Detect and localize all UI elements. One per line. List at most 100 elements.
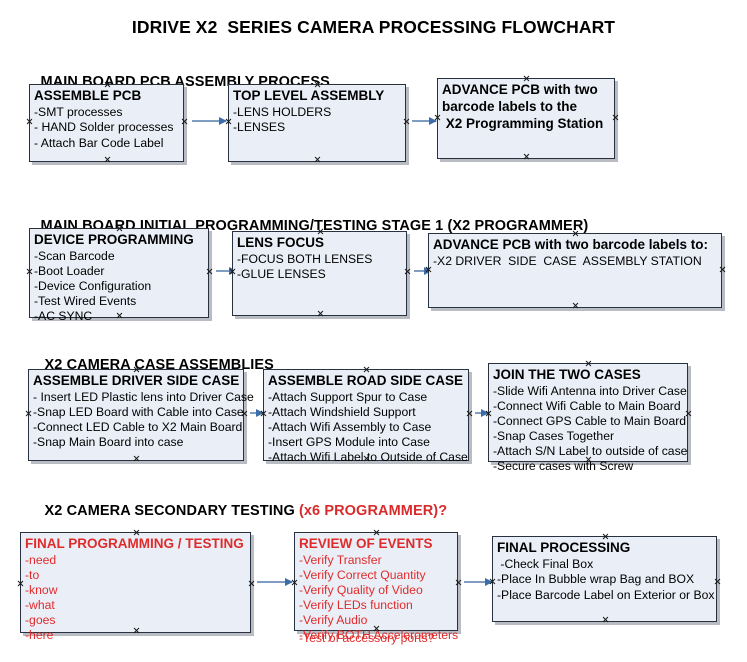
connector-handle-left[interactable] [260, 410, 267, 417]
connector-handle-right[interactable] [719, 266, 726, 273]
box-title: TOP LEVEL ASSEMBLY [233, 88, 385, 103]
connector-handle-bottom[interactable] [363, 455, 370, 462]
connector-handle-left[interactable] [489, 578, 496, 585]
box-line: -Insert GPS Module into Case [268, 435, 430, 449]
box-line: X2 Programming Station [442, 116, 604, 131]
connector-handle-top[interactable] [116, 225, 123, 232]
connector-handle-right[interactable] [181, 118, 188, 125]
box-line: -Connect GPS Cable to Main Board [493, 414, 687, 428]
connector-handle-bottom[interactable] [523, 153, 530, 160]
connector-handle-left[interactable] [434, 114, 441, 121]
box-line: -Verify Correct Quantity [299, 568, 426, 582]
connector-handle-top[interactable] [585, 360, 592, 367]
box-line: - Attach Bar Code Label [34, 135, 164, 150]
section-heading-x2-camera-secondary-testing: X2 CAMERA SECONDARY TESTING (x6 PROGRAMM… [28, 487, 448, 535]
connector-handle-top[interactable] [314, 81, 321, 88]
box-title: JOIN THE TWO CASES [493, 367, 641, 382]
connector-handle-right[interactable] [466, 410, 473, 417]
section-heading-accent: (x6 PROGRAMMER)? [298, 503, 448, 519]
connector-handle-top[interactable] [523, 75, 530, 82]
box-title: ADVANCE PCB with two [442, 82, 598, 97]
box-line: -Place Barcode Label on Exterior or Box [497, 587, 715, 602]
box-device-programming[interactable]: DEVICE PROGRAMMING -Scan Barcode -Boot L… [26, 225, 209, 323]
connector-handle-right[interactable] [206, 268, 213, 275]
connector-handle-top[interactable] [133, 529, 140, 536]
box-line: -Verify Audio [299, 613, 368, 627]
box-line: -Attach S/N Label to outside of case [493, 444, 688, 458]
connector-handle-right[interactable] [685, 410, 692, 417]
connector-handle-left[interactable] [229, 268, 236, 275]
connector-handle-right[interactable] [241, 410, 248, 417]
connector-handle-top[interactable] [602, 533, 609, 540]
connector-handle-left[interactable] [17, 580, 24, 587]
box-line: -Connect Wifi Cable to Main Board [493, 399, 681, 413]
box-advance-pcb-to-driver-side-case-station[interactable]: ADVANCE PCB with two barcode labels to: … [428, 233, 722, 308]
connector-handle-top[interactable] [317, 228, 324, 235]
connector-handle-left[interactable] [291, 579, 298, 586]
connector-handle-left[interactable] [25, 410, 32, 417]
box-title: FINAL PROCESSING [497, 540, 631, 555]
box-line: -here [25, 628, 54, 642]
box-line: -Attach Support Spur to Case [268, 390, 428, 404]
box-line: -Test Wired Events [34, 294, 137, 308]
section-heading-text: X2 CAMERA SECONDARY TESTING [44, 503, 299, 519]
connector-handle-right[interactable] [714, 578, 721, 585]
box-review-of-events[interactable]: REVIEW OF EVENTS -Verify Transfer -Verif… [291, 529, 458, 645]
connector-handle-right[interactable] [455, 579, 462, 586]
connector-handle-right[interactable] [248, 580, 255, 587]
box-line: -AC SYNC [34, 309, 93, 323]
box-line: - Insert LED Plastic lens into Driver Ca… [33, 390, 254, 404]
connector-handle-right[interactable] [612, 114, 619, 121]
connector-handle-left[interactable] [225, 118, 232, 125]
connector-handle-bottom[interactable] [602, 616, 609, 623]
connector-handle-bottom[interactable] [314, 156, 321, 163]
box-top-level-assembly[interactable]: TOP LEVEL ASSEMBLY -LENS HOLDERS -LENSES [228, 84, 406, 162]
connector-handle-bottom[interactable] [116, 312, 123, 319]
box-assemble-driver-side-case[interactable]: ASSEMBLE DRIVER SIDE CASE - Insert LED P… [25, 366, 254, 462]
connector-handle-top[interactable] [104, 81, 111, 88]
box-line: -Check Final Box [497, 557, 594, 571]
box-advance-pcb-to-x2-programming-station[interactable]: ADVANCE PCB with two barcode labels to t… [437, 78, 615, 159]
connector-handle-top[interactable] [133, 366, 140, 373]
box-title: DEVICE PROGRAMMING [34, 232, 194, 247]
connector-handle-bottom[interactable] [317, 310, 324, 317]
box-title: FINAL PROGRAMMING / TESTING [25, 536, 244, 551]
connector-handle-top[interactable] [373, 529, 380, 536]
connector-handle-bottom[interactable] [585, 456, 592, 463]
box-title: REVIEW OF EVENTS [299, 536, 433, 551]
box-line: -know [25, 583, 58, 597]
connector-handle-bottom[interactable] [373, 625, 380, 632]
box-line: -what [25, 598, 55, 612]
connector-handle-bottom[interactable] [133, 627, 140, 634]
connector-handle-bottom[interactable] [572, 302, 579, 309]
box-line: -Snap Main Board into case [33, 435, 184, 449]
box-final-processing[interactable]: FINAL PROCESSING -Check Final Box -Place… [492, 536, 717, 622]
box-assemble-pcb[interactable]: ASSEMBLE PCB -SMT processes - HAND Solde… [29, 84, 184, 162]
box-assemble-road-side-case[interactable]: ASSEMBLE ROAD SIDE CASE -Attach Support … [260, 366, 469, 464]
connector-handle-left[interactable] [425, 266, 432, 273]
box-line: -Place In Bubble wrap Bag and BOX [497, 572, 695, 587]
connector-handle-right[interactable] [404, 268, 411, 275]
box-line: -Device Configuration [34, 279, 152, 293]
box-line: -Snap LED Board with Cable into Case [33, 405, 244, 419]
connector-handle-bottom[interactable] [133, 455, 140, 462]
box-line: -SMT processes [34, 105, 123, 119]
box-line: -Attach Wifi Label to Outside of Case [268, 450, 468, 464]
box-line: -Slide Wifi Antenna into Driver Case [493, 384, 687, 398]
connector-handle-left[interactable] [26, 118, 33, 125]
box-line: -LENS HOLDERS [233, 105, 332, 119]
connector-handle-top[interactable] [572, 230, 579, 237]
connector-handle-bottom[interactable] [104, 156, 111, 163]
box-line: -Boot Loader [34, 264, 105, 278]
box-lens-focus[interactable]: LENS FOCUS -FOCUS BOTH LENSES -GLUE LENS… [232, 231, 407, 316]
arrow-final-programming-to-review-of-events [257, 577, 293, 586]
box-final-programming-testing[interactable]: FINAL PROGRAMMING / TESTING -need -to -k… [17, 529, 251, 642]
connector-handle-left[interactable] [485, 410, 492, 417]
box-join-the-two-cases[interactable]: JOIN THE TWO CASES -Slide Wifi Antenna i… [485, 360, 688, 473]
connector-handle-top[interactable] [363, 366, 370, 373]
connector-handle-right[interactable] [403, 118, 410, 125]
box-title: ASSEMBLE DRIVER SIDE CASE [33, 373, 240, 388]
box-line: -goes [25, 613, 56, 627]
connector-handle-left[interactable] [26, 268, 33, 275]
